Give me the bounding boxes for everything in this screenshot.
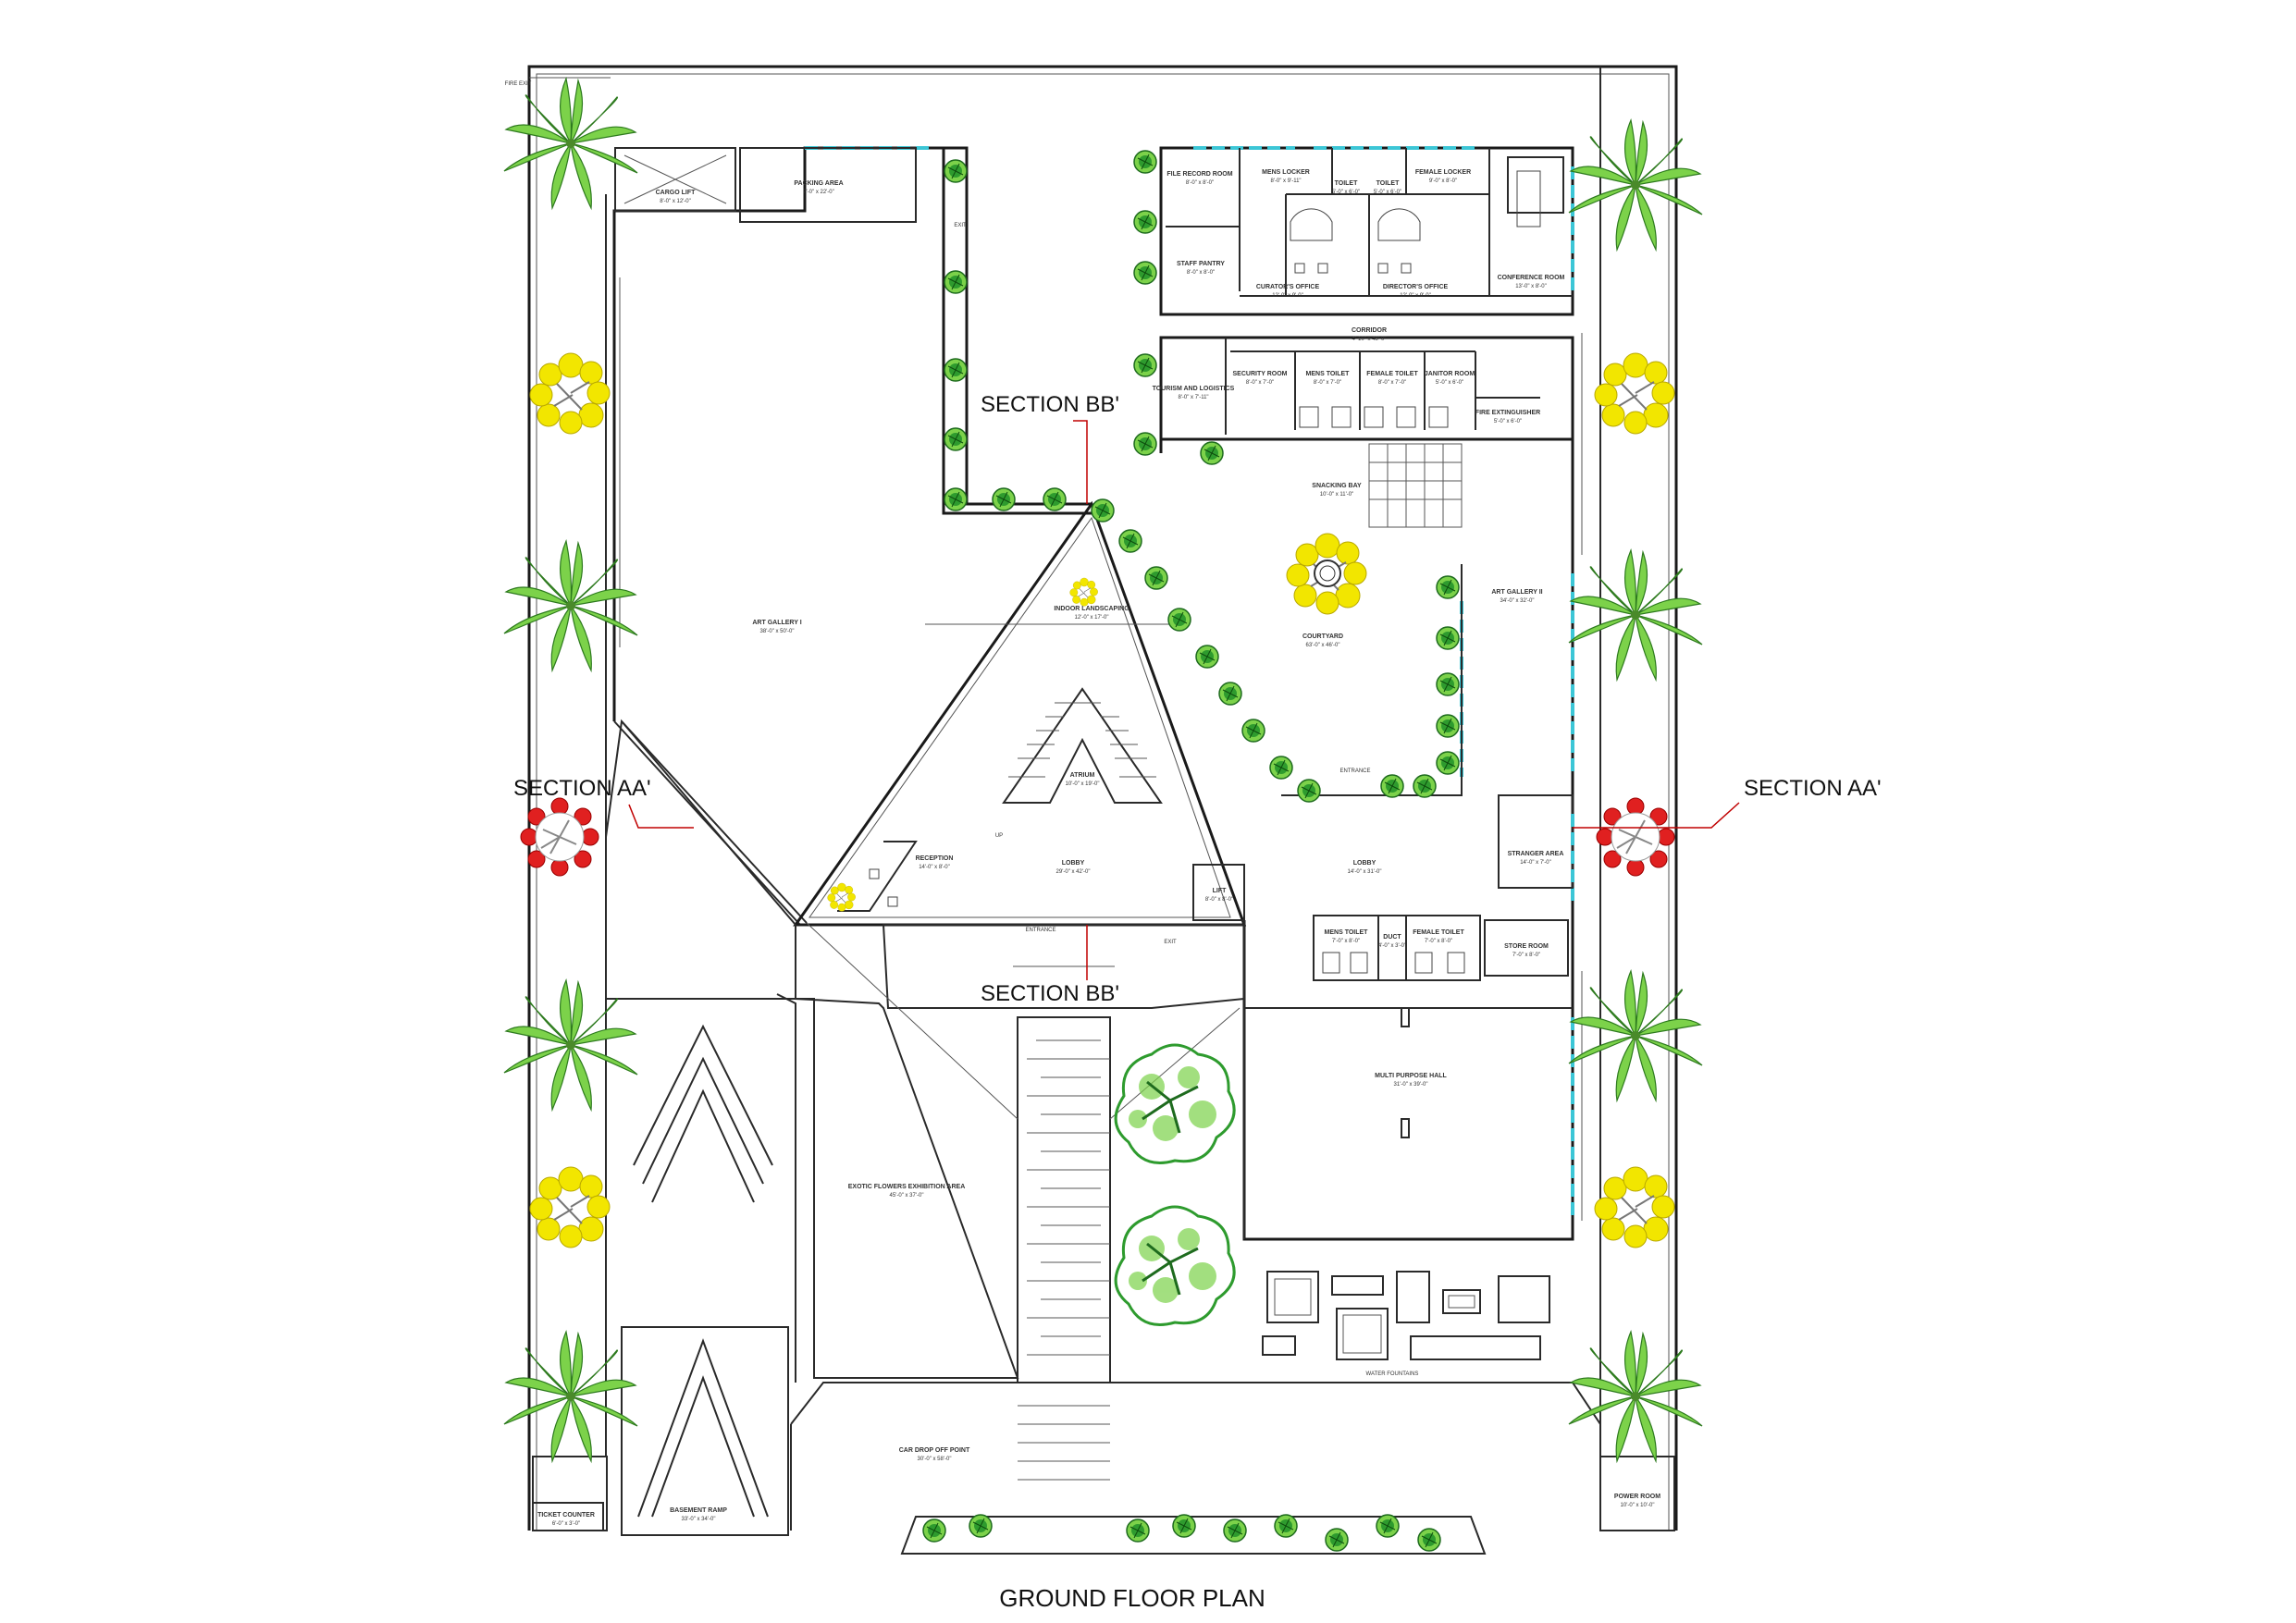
- room-name: ART GALLERY II: [1491, 589, 1542, 596]
- section-aa-label: SECTION AA': [1744, 776, 1882, 801]
- room-dimension: 8'-0" x 7'-0": [1246, 380, 1274, 386]
- room-name: TOILET: [1376, 180, 1400, 187]
- room-name: TOURISM AND LOGISTICS: [1153, 386, 1235, 392]
- room-dimension: 4'-10" x 48'-0": [1352, 337, 1387, 342]
- room-labels: CARGO LIFT 8'-0" x 12'-0" PACKING AREA 7'-0…: [537, 169, 1660, 1527]
- room-name: EXOTIC FLOWERS EXHIBITION AREA: [848, 1184, 966, 1190]
- room-name: FEMALE LOCKER: [1415, 169, 1471, 176]
- room-dimension: 10'-0" x 11'-0": [1320, 492, 1353, 498]
- room-dimension: 5'-0" x 6'-0": [1436, 380, 1463, 386]
- exit-label: EXIT: [1164, 940, 1177, 945]
- lobby-entrance-label: ENTRANCE: [1025, 928, 1055, 933]
- room-dimension: 38'-0" x 50'-0": [760, 629, 795, 634]
- room-dimension: 10'-0" x 10'-0": [1621, 1503, 1655, 1508]
- water-fountains-label: WATER FOUNTAINS: [1366, 1371, 1419, 1377]
- site-boundary: [527, 65, 1678, 1531]
- room-dimension: 7'-0" x 8'-0": [1512, 953, 1540, 958]
- room-name: SNACKING BAY: [1312, 483, 1362, 489]
- room-name: STRANGER AREA: [1508, 851, 1564, 857]
- room-dimension: 5'-0" x 6'-0": [1494, 419, 1522, 424]
- room-name: CARGO LIFT: [656, 190, 696, 196]
- room-dimension: 5'-0" x 6'-0": [1374, 190, 1401, 195]
- site-exterior: [532, 719, 1601, 1555]
- room-name: TOILET: [1335, 180, 1358, 187]
- room-dimension: 7'-0" x 8'-0": [1425, 939, 1452, 944]
- room-name: STORE ROOM: [1504, 943, 1549, 950]
- room-dimension: 29'-0" x 42'-0": [1056, 869, 1091, 875]
- room-name: CONFERENCE ROOM: [1498, 275, 1565, 281]
- room-name: POWER ROOM: [1614, 1494, 1660, 1500]
- room-name: FIRE EXTINGUISHER: [1475, 410, 1540, 416]
- room-name: MENS TOILET: [1325, 929, 1369, 936]
- room-name: BASEMENT RAMP: [670, 1507, 727, 1514]
- section-lines: [628, 420, 1740, 980]
- room-dimension: 8'-0" x 8'-0": [1186, 180, 1214, 186]
- room-name: COURTYARD: [1302, 633, 1343, 640]
- room-dimension: 45'-0" x 37'-0": [890, 1193, 924, 1199]
- room-dimension: 31'-0" x 39'-0": [1394, 1082, 1428, 1088]
- room-dimension: 7'-0" x 8'-0": [1332, 939, 1360, 944]
- room-name: MENS LOCKER: [1262, 169, 1310, 176]
- room-dimension: 12'-0" x 9'-0": [1272, 293, 1303, 299]
- drawing-title: GROUND FLOOR PLAN: [999, 1584, 1265, 1612]
- room-dimension: 12'-0" x 17'-0": [1075, 615, 1109, 621]
- room-dimension: 33'-0" x 34'-0": [682, 1517, 716, 1522]
- room-name: CAR DROP OFF POINT: [899, 1447, 970, 1454]
- room-name: INDOOR LANDSCAPING: [1054, 606, 1129, 612]
- room-dimension: 14'-0" x 31'-0": [1348, 869, 1382, 875]
- room-name: SECURITY ROOM: [1233, 371, 1288, 377]
- room-dimension: 8'-0" x 7'-11": [1178, 395, 1208, 400]
- room-dimension: 6'-0" x 3'-0": [552, 1521, 580, 1527]
- room-dimension: 8'-0" x 8'-0": [1187, 270, 1215, 276]
- room-dimension: 14'-0" x 8'-0": [919, 865, 950, 870]
- room-dimension: 34'-0" x 32'-0": [1500, 598, 1535, 604]
- room-dimension: 12'-0" x 9'-0": [1400, 293, 1431, 299]
- room-name: DIRECTOR'S OFFICE: [1383, 284, 1449, 290]
- room-name: CORRIDOR: [1352, 327, 1387, 334]
- section-bb-label: SECTION BB': [981, 981, 1119, 1006]
- room-name: TICKET COUNTER: [537, 1512, 595, 1518]
- room-name: RECEPTION: [916, 855, 954, 862]
- landscaping: [503, 78, 1703, 1552]
- building-walls: [612, 146, 1583, 1241]
- courtyard-entrance-label: ENTRANCE: [1339, 768, 1370, 774]
- room-name: FEMALE TOILET: [1413, 929, 1464, 936]
- fire-exit-label: FIRE EXIT: [505, 81, 532, 87]
- room-name: ATRIUM: [1070, 772, 1095, 779]
- section-aa-label: SECTION AA': [513, 776, 651, 801]
- room-dimension: 8'-0" x 7'-0": [1314, 380, 1341, 386]
- room-name: MULTI PURPOSE HALL: [1375, 1073, 1447, 1079]
- room-dimension: 14'-0" x 7'-0": [1520, 860, 1551, 866]
- room-name: LOBBY: [1353, 860, 1376, 867]
- room-name: ART GALLERY I: [752, 620, 801, 626]
- room-dimension: 8'-0" x 12'-0": [660, 199, 691, 204]
- room-dimension: 13'-0" x 8'-0": [1515, 284, 1547, 289]
- up-label: UP: [995, 833, 1003, 839]
- room-dimension: 9'-0" x 8'-0": [1429, 178, 1457, 184]
- room-dimension: 63'-0" x 46'-0": [1306, 643, 1340, 648]
- room-name: CURATOR'S OFFICE: [1256, 284, 1320, 290]
- labels: FIRE EXIT EXIT EXIT UP ENTRANCE ENTRANCE…: [505, 81, 1882, 1612]
- room-name: PACKING AREA: [794, 180, 843, 187]
- room-dimension: 10'-0" x 19'-0": [1066, 781, 1100, 787]
- room-name: MENS TOILET: [1306, 371, 1351, 377]
- room-name: JANITOR ROOM: [1425, 371, 1475, 377]
- room-dimension: 8'-0" x 9'-11": [1270, 178, 1301, 184]
- room-name: STAFF PANTRY: [1177, 261, 1225, 267]
- room-name: LOBBY: [1062, 860, 1085, 867]
- room-dimension: 4'-0" x 3'-0": [1378, 943, 1406, 949]
- room-name: FEMALE TOILET: [1366, 371, 1418, 377]
- room-dimension: 5'-0" x 6'-0": [1332, 190, 1360, 195]
- room-name: DUCT: [1383, 934, 1401, 941]
- room-name: LIFT: [1213, 888, 1227, 894]
- room-name: FILE RECORD ROOM: [1167, 171, 1232, 178]
- room-dimension: 30'-0" x 58'-0": [918, 1457, 952, 1462]
- room-dimension: 8'-0" x 7'-0": [1378, 380, 1406, 386]
- room-dimension: 8'-0" x 8'-0": [1205, 897, 1233, 903]
- exit-label: EXIT: [954, 223, 967, 228]
- room-dimension: 7'-0" x 22'-0": [803, 190, 834, 195]
- section-bb-label: SECTION BB': [981, 392, 1119, 417]
